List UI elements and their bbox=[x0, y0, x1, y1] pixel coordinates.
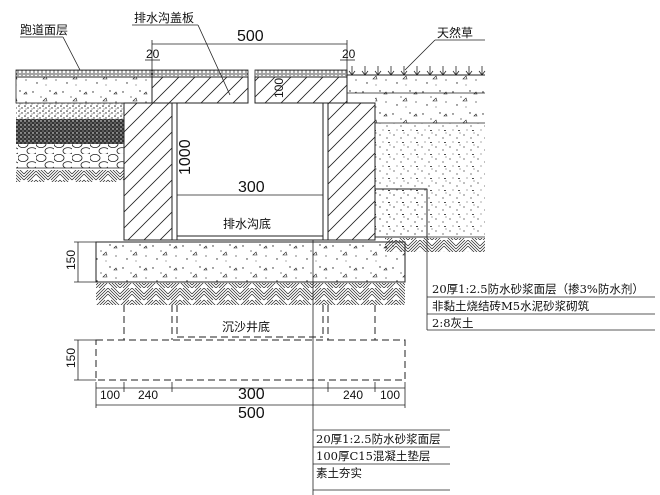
dim-bottom-seg-1: 100 bbox=[100, 388, 120, 402]
dimension-lines bbox=[20, 24, 655, 495]
dim-top-width: 500 bbox=[237, 28, 264, 45]
dim-bottom-seg-5: 100 bbox=[380, 388, 400, 402]
dim-base-thickness-2: 150 bbox=[64, 348, 78, 368]
label-runway-surface: 跑道面层 bbox=[20, 23, 68, 37]
note-right-3: 2:8灰土 bbox=[432, 316, 474, 330]
label-sand-well-bottom: 沉沙井底 bbox=[222, 319, 270, 334]
label-natural-grass: 天然草 bbox=[437, 25, 473, 40]
base-slab bbox=[95, 241, 406, 305]
dim-gap-right: 20 bbox=[342, 47, 356, 61]
grass-side-layers bbox=[347, 66, 486, 290]
dim-base-thickness-1: 150 bbox=[64, 250, 78, 270]
sand-well-dashed bbox=[95, 305, 406, 381]
note-bottom-2: 100厚C15混凝土垫层 bbox=[316, 449, 430, 463]
dim-bottom-seg-3: 300 bbox=[238, 386, 265, 403]
dim-bottom-seg-4: 240 bbox=[343, 388, 363, 402]
note-right-1: 20厚1:2.5防水砂浆面层（掺3%防水剂） bbox=[432, 282, 644, 296]
dim-bottom-seg-2: 240 bbox=[138, 388, 158, 402]
note-bottom-3: 素土夯实 bbox=[316, 466, 362, 480]
note-bottom-1: 20厚1:2.5防水砂浆面层 bbox=[316, 432, 441, 446]
label-ditch-bottom: 排水沟底 bbox=[223, 216, 271, 231]
dim-depth: 1000 bbox=[177, 139, 194, 175]
label-cover-plate: 排水沟盖板 bbox=[134, 11, 194, 25]
note-right-2: 非黏土烧结砖M5水泥砂浆砌筑 bbox=[432, 299, 590, 313]
dim-gap-left: 20 bbox=[146, 47, 160, 61]
dim-bottom-total: 500 bbox=[238, 405, 265, 422]
dim-inner-width: 300 bbox=[238, 179, 265, 196]
cover-plates bbox=[151, 69, 348, 104]
brick-walls bbox=[123, 102, 376, 241]
dim-plate-thickness: 100 bbox=[272, 78, 286, 98]
